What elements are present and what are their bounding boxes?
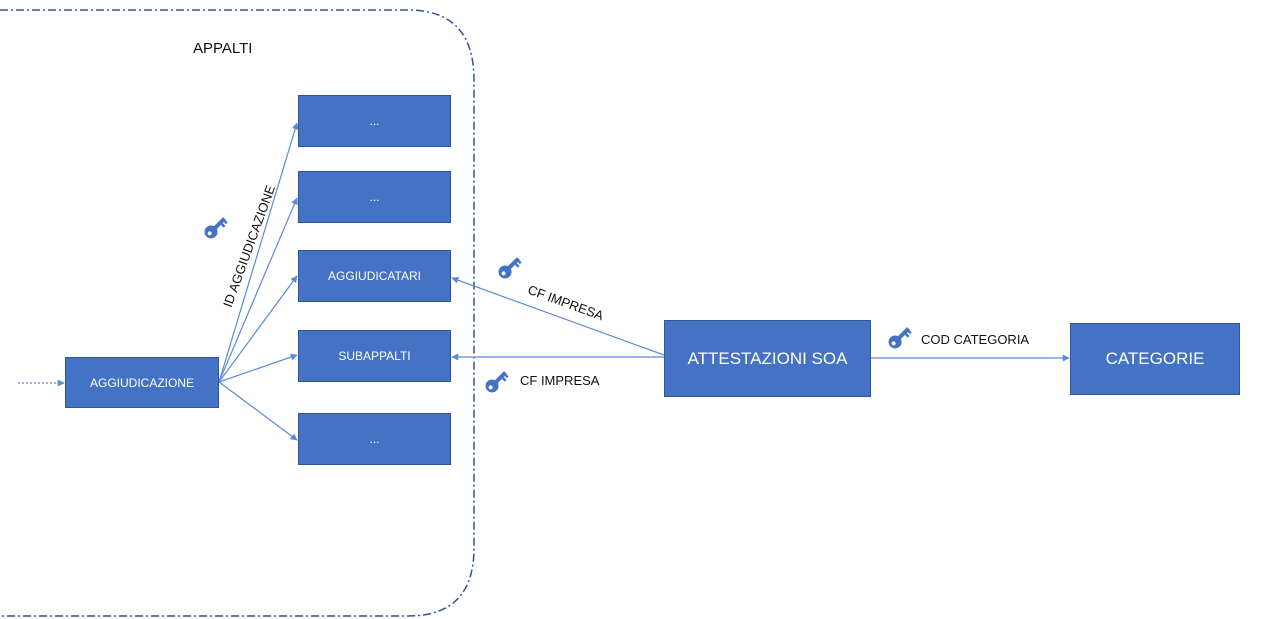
group-title: APPALTI [193, 40, 253, 57]
connector-to-aggiudicatari [218, 275, 298, 383]
entity-aggiudicazione[interactable]: AGGIUDICAZIONE [65, 357, 219, 408]
key-label-cod-categoria: COD CATEGORIA [921, 332, 1030, 347]
key-label-cf-impresa-lower: CF IMPRESA [520, 373, 600, 388]
key-icon [485, 371, 509, 393]
key-icon [498, 257, 522, 279]
entity-aggiudicatari[interactable]: AGGIUDICATARI [298, 250, 451, 302]
entity-subappalti[interactable]: SUBAPPALTI [298, 330, 451, 382]
entity-placeholder-1[interactable]: ... [298, 95, 451, 147]
entity-categorie[interactable]: CATEGORIE [1070, 323, 1240, 395]
connector-to-placeholder-3 [218, 381, 298, 441]
connector-to-subappalti [218, 353, 298, 383]
appalti-group-border [0, 9, 475, 617]
key-icon [204, 217, 228, 239]
entity-placeholder-2[interactable]: ... [298, 171, 451, 223]
connector-to-placeholder-2 [218, 197, 298, 383]
key-icon [888, 327, 912, 349]
connector-soa-to-aggiudicatari [451, 276, 665, 356]
connector-to-placeholder-1 [218, 122, 299, 383]
entity-placeholder-3[interactable]: ... [298, 413, 451, 465]
entity-attestazioni-soa[interactable]: ATTESTAZIONI SOA [664, 320, 871, 397]
